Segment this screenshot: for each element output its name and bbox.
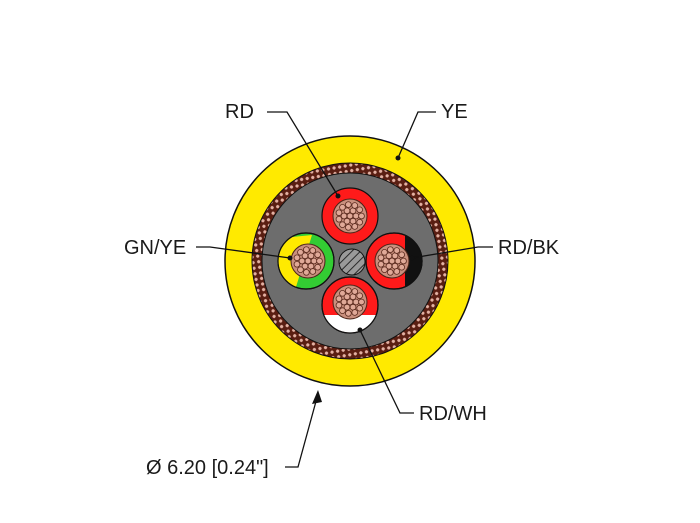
copper-strand: [293, 260, 301, 268]
copper-strand: [309, 268, 317, 275]
leader-rdbk-dot: [409, 255, 415, 261]
conductor-rdbk: [365, 232, 423, 290]
label-ye: YE: [441, 101, 468, 123]
copper-strand: [358, 298, 365, 306]
copper-strand: [398, 251, 405, 259]
copper-strand: [339, 307, 346, 314]
leader-ye-dot: [395, 155, 401, 161]
copper-strand: [387, 246, 394, 253]
copper-strand: [394, 257, 402, 265]
copper-strand: [393, 247, 401, 254]
copper-strand: [356, 304, 363, 312]
copper-strand: [352, 212, 360, 220]
copper-strand: [385, 262, 393, 270]
label-rd: RD: [225, 101, 254, 123]
copper-strand: [388, 257, 396, 265]
copper-strand: [345, 310, 352, 317]
copper-strand: [356, 206, 363, 214]
copper-strand: [335, 295, 343, 303]
leader-rd-dot: [335, 193, 341, 199]
leader-gnye: [196, 246, 291, 259]
copper-strand: [400, 257, 407, 265]
copper-strand: [309, 247, 317, 254]
label-diameter: Ø 6.20 [0.24"]: [146, 457, 269, 479]
copper-strand: [301, 262, 309, 270]
copper-strand: [316, 257, 323, 265]
copper-strand: [293, 254, 301, 262]
copper-strand: [339, 204, 346, 211]
copper-strand: [345, 287, 352, 294]
copper-strand: [346, 298, 354, 306]
copper-strand: [339, 221, 346, 228]
copper-strand: [356, 218, 363, 226]
copper-strand: [351, 288, 359, 295]
leader-ye: [397, 111, 436, 159]
copper-strand: [340, 212, 348, 220]
copper-strand: [377, 254, 385, 262]
label-rdwh: RD/WH: [419, 403, 487, 425]
copper-strand: [346, 212, 354, 220]
copper-strand: [335, 215, 343, 223]
copper-strand: [314, 263, 321, 271]
copper-strand: [398, 263, 405, 271]
copper-strand: [297, 266, 304, 273]
copper-strand: [382, 257, 390, 265]
center-filler: [338, 248, 366, 276]
leader-rdwh: [359, 329, 414, 414]
copper-strand: [351, 202, 359, 209]
conductor-rd: [321, 187, 379, 245]
copper-strand: [352, 298, 360, 306]
copper-strand: [304, 257, 312, 265]
copper-strand: [387, 269, 394, 276]
copper-strand: [345, 224, 352, 231]
leader-rd: [267, 111, 339, 197]
copper-strand: [343, 303, 351, 311]
copper-strand: [314, 251, 321, 259]
copper-strand: [351, 309, 359, 316]
copper-strand: [310, 257, 318, 265]
leader-gnye-dot: [287, 255, 293, 261]
leader-rdbk: [411, 246, 493, 259]
conductor-gnye: [277, 232, 335, 290]
copper-strand: [351, 223, 359, 230]
copper-strand: [356, 292, 363, 300]
copper-strand: [345, 201, 352, 208]
copper-strand: [303, 246, 310, 253]
copper-strand: [377, 260, 385, 268]
leader-diameter: [285, 393, 319, 468]
leader-rdwh-dot: [357, 327, 363, 333]
copper-strand: [343, 217, 351, 225]
copper-strand: [303, 269, 310, 276]
copper-strand: [298, 257, 306, 265]
label-rdbk: RD/BK: [498, 237, 560, 259]
label-gnye: GN/YE: [124, 237, 186, 259]
copper-strand: [340, 298, 348, 306]
copper-strand: [381, 249, 388, 256]
copper-strand: [358, 212, 365, 220]
copper-strand: [339, 290, 346, 297]
copper-strand: [297, 249, 304, 256]
conductor-rdwh: [321, 276, 379, 334]
copper-strand: [335, 209, 343, 217]
copper-strand: [381, 266, 388, 273]
copper-strand: [335, 301, 343, 309]
diameter-arrowhead: [312, 390, 322, 404]
copper-strand: [393, 268, 401, 275]
